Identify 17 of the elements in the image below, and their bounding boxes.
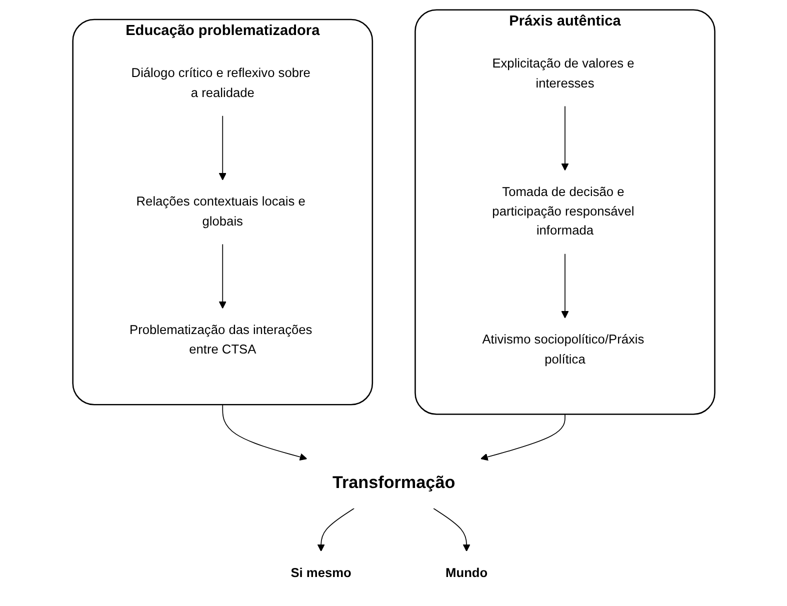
arrow: [316, 508, 354, 552]
arrow: [218, 115, 226, 180]
arrow: [432, 508, 470, 552]
arrow: [480, 414, 566, 461]
arrow: [560, 106, 568, 171]
node-text: Ativismo sociopolítico/Práxis política: [482, 332, 644, 366]
node-text: Diálogo crítico e reflexivo sobre a realidade: [130, 66, 310, 100]
node-text: Problematização das interações entre CTSA: [129, 322, 312, 357]
arrow: [560, 253, 568, 318]
node-text: Relações contextuais locais e globais: [136, 194, 306, 228]
node-text: Explicitação de valores e interesses: [492, 56, 634, 90]
node-text: Mundo: [445, 566, 488, 580]
node-text: Transformação: [332, 473, 455, 492]
arrow: [222, 404, 307, 461]
node-text: Tomada de decisão e participação responsável informada: [492, 184, 634, 238]
arrow: [218, 244, 226, 309]
node-text: Si mesmo: [290, 566, 352, 580]
